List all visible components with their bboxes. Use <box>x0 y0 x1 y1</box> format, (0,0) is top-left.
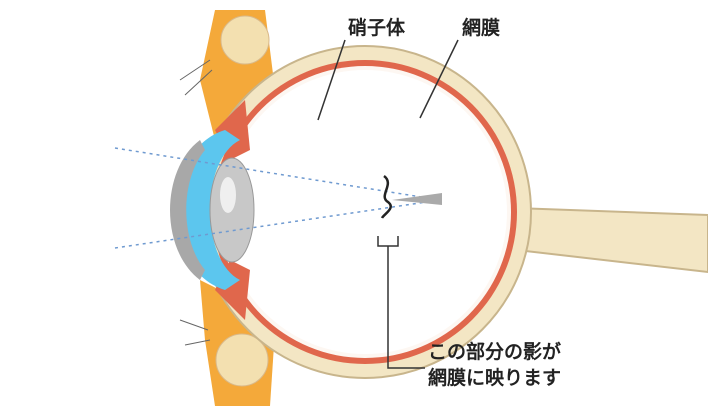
shadow-cone <box>392 193 442 205</box>
note-leader <box>377 236 425 369</box>
floater <box>380 174 392 219</box>
retina-leader <box>419 39 459 119</box>
vitreous-leader <box>317 39 346 121</box>
note-line-1: この部分の影が <box>428 341 562 363</box>
note-line-2: 網膜に映ります <box>428 367 562 389</box>
sight-line-lower <box>114 199 441 249</box>
eyelid-muscle <box>200 10 275 406</box>
vitreous-body <box>223 70 507 354</box>
vitreous-label: 硝子体 <box>348 17 406 39</box>
retina-label: 網膜 <box>462 17 501 39</box>
